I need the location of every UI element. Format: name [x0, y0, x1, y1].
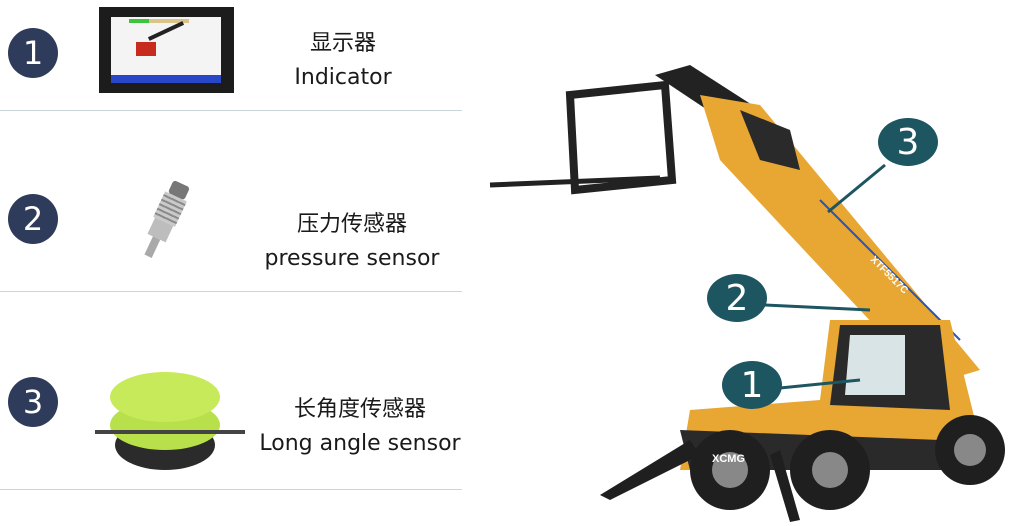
- item-number-3: 3: [8, 377, 58, 427]
- indicator-display-image: [99, 7, 234, 93]
- label-en: pressure sensor: [264, 246, 440, 271]
- item-label-2: 压力传感器 pressure sensor: [252, 208, 452, 276]
- divider: [0, 291, 462, 292]
- label-en: Indicator: [294, 65, 392, 90]
- chassis: [600, 320, 1005, 522]
- divider: [0, 110, 462, 111]
- label-cn: 压力传感器: [296, 212, 407, 237]
- forks: [489, 80, 677, 195]
- angle-sensor-image: [95, 360, 245, 475]
- callout-line-1: [779, 378, 861, 390]
- item-label-3: 长角度传感器 Long angle sensor: [250, 393, 470, 461]
- label-cn: 显示器: [309, 31, 376, 56]
- callout-line-2: [764, 303, 871, 312]
- label-en: Long angle sensor: [259, 431, 461, 456]
- callout-2: 2: [707, 274, 767, 322]
- callout-3: 3: [878, 118, 938, 166]
- callout-line-3: [827, 163, 886, 214]
- boom: [655, 65, 980, 385]
- item-label-1: 显示器 Indicator: [268, 27, 418, 95]
- item-number-1: 1: [8, 28, 58, 78]
- item-number-2: 2: [8, 194, 58, 244]
- callout-1: 1: [722, 361, 782, 409]
- brand-text: XCMG: [712, 453, 745, 465]
- divider: [0, 489, 462, 490]
- label-cn: 长角度传感器: [293, 397, 426, 422]
